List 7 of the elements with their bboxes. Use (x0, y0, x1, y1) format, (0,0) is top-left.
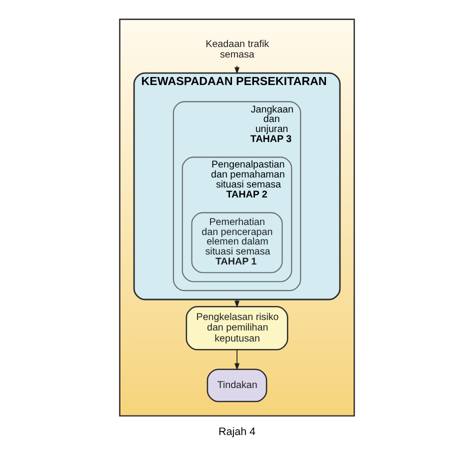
node-box: Pemerhatian dan pencerapan elemen dalam situasi semasa TAHAP 1 (191, 212, 283, 274)
node-box: Tindakan (206, 368, 268, 402)
arrow (234, 349, 240, 370)
cluster (119, 18, 355, 417)
caption: Rajah 4 (218, 426, 256, 438)
node-box: Pengkelasan risiko dan pemilihan keputusan (186, 306, 288, 350)
node-text: Keadaan trafik semasa (206, 38, 270, 61)
